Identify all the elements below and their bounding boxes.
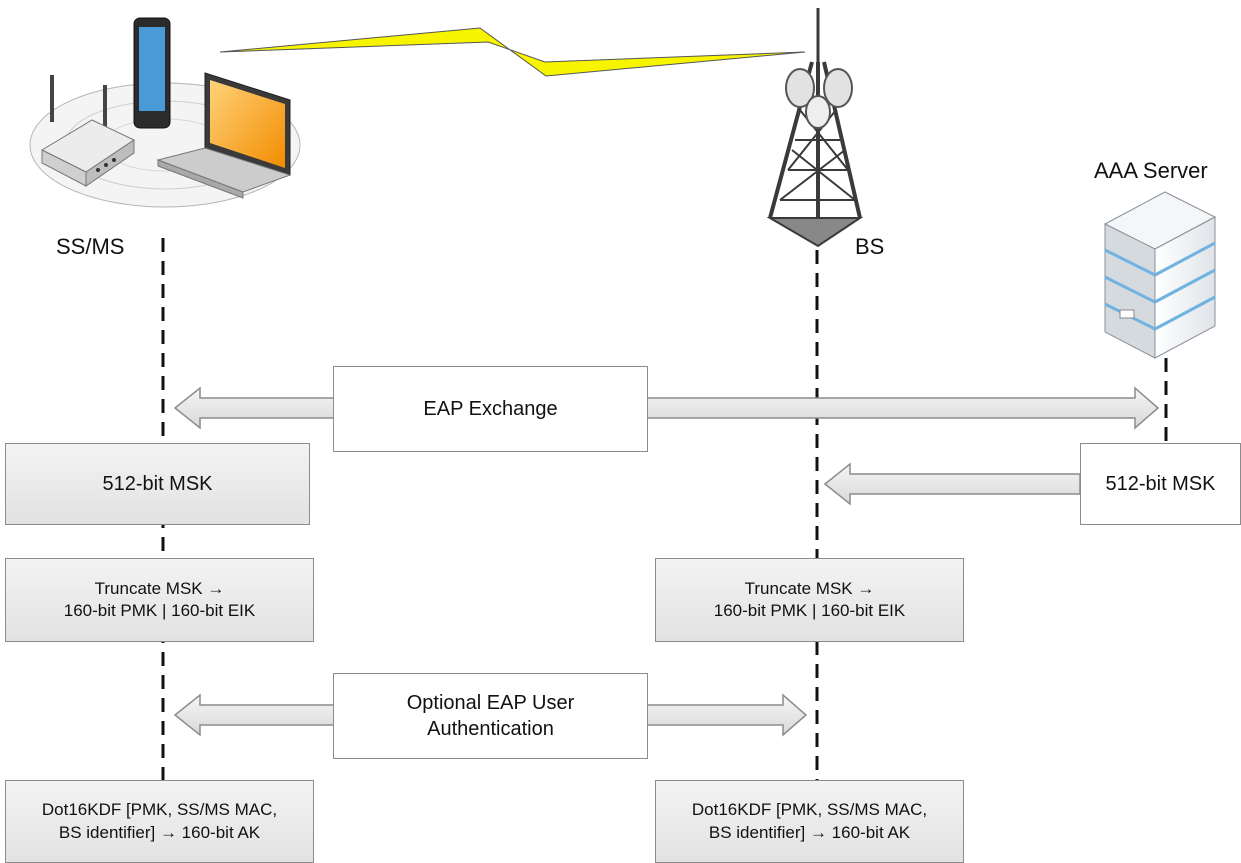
cell-tower-icon: [766, 8, 864, 248]
optional-auth-line2: Authentication: [427, 718, 554, 740]
ssms-kdf-line1: Dot16KDF [PMK, SS/MS MAC,: [41, 800, 278, 820]
eap-exchange-label: EAP Exchange: [333, 366, 648, 452]
bs-kdf-box: Dot16KDF [PMK, SS/MS MAC, BS identifier]…: [655, 780, 964, 863]
optional-auth-label: Optional EAP User Authentication: [333, 673, 648, 759]
bs-label: BS: [855, 234, 885, 259]
aaa-server-label: AAA Server: [1094, 158, 1208, 183]
bs-kdf-line1: Dot16KDF [PMK, SS/MS MAC,: [691, 800, 928, 820]
msk-transfer-arrow: [823, 462, 1081, 506]
ssms-truncate-box: Truncate MSK → 160-bit PMK | 160-bit EIK: [5, 558, 314, 642]
ssms-kdf-line2: BS identifier] → 160-bit AK: [58, 822, 261, 842]
ssms-label: SS/MS: [56, 234, 125, 259]
eap-exchange-text: EAP Exchange: [423, 398, 558, 420]
ssms-truncate-line1: Truncate MSK →: [94, 578, 225, 598]
router-phone-laptop-icon: [29, 17, 301, 208]
optional-auth-line1: Optional EAP User: [406, 692, 575, 714]
eap-exchange-arrow: [173, 386, 1160, 430]
ssms-kdf-box: Dot16KDF [PMK, SS/MS MAC, BS identifier]…: [5, 780, 314, 863]
bs-truncate-line2: 160-bit PMK | 160-bit EIK: [713, 601, 906, 620]
aaa-msk-box: 512-bit MSK: [1080, 443, 1241, 525]
ssms-msk-text: 512-bit MSK: [102, 473, 213, 495]
aaa-msk-text: 512-bit MSK: [1105, 473, 1216, 495]
bs-truncate-box: Truncate MSK → 160-bit PMK | 160-bit EIK: [655, 558, 964, 642]
lightning-bolt-icon: [219, 27, 806, 77]
bs-kdf-line2: BS identifier] → 160-bit AK: [708, 822, 911, 842]
ssms-truncate-line2: 160-bit PMK | 160-bit EIK: [63, 601, 256, 620]
bs-truncate-line1: Truncate MSK →: [744, 578, 875, 598]
ssms-msk-box: 512-bit MSK: [5, 443, 310, 525]
server-icon: [1103, 191, 1217, 359]
